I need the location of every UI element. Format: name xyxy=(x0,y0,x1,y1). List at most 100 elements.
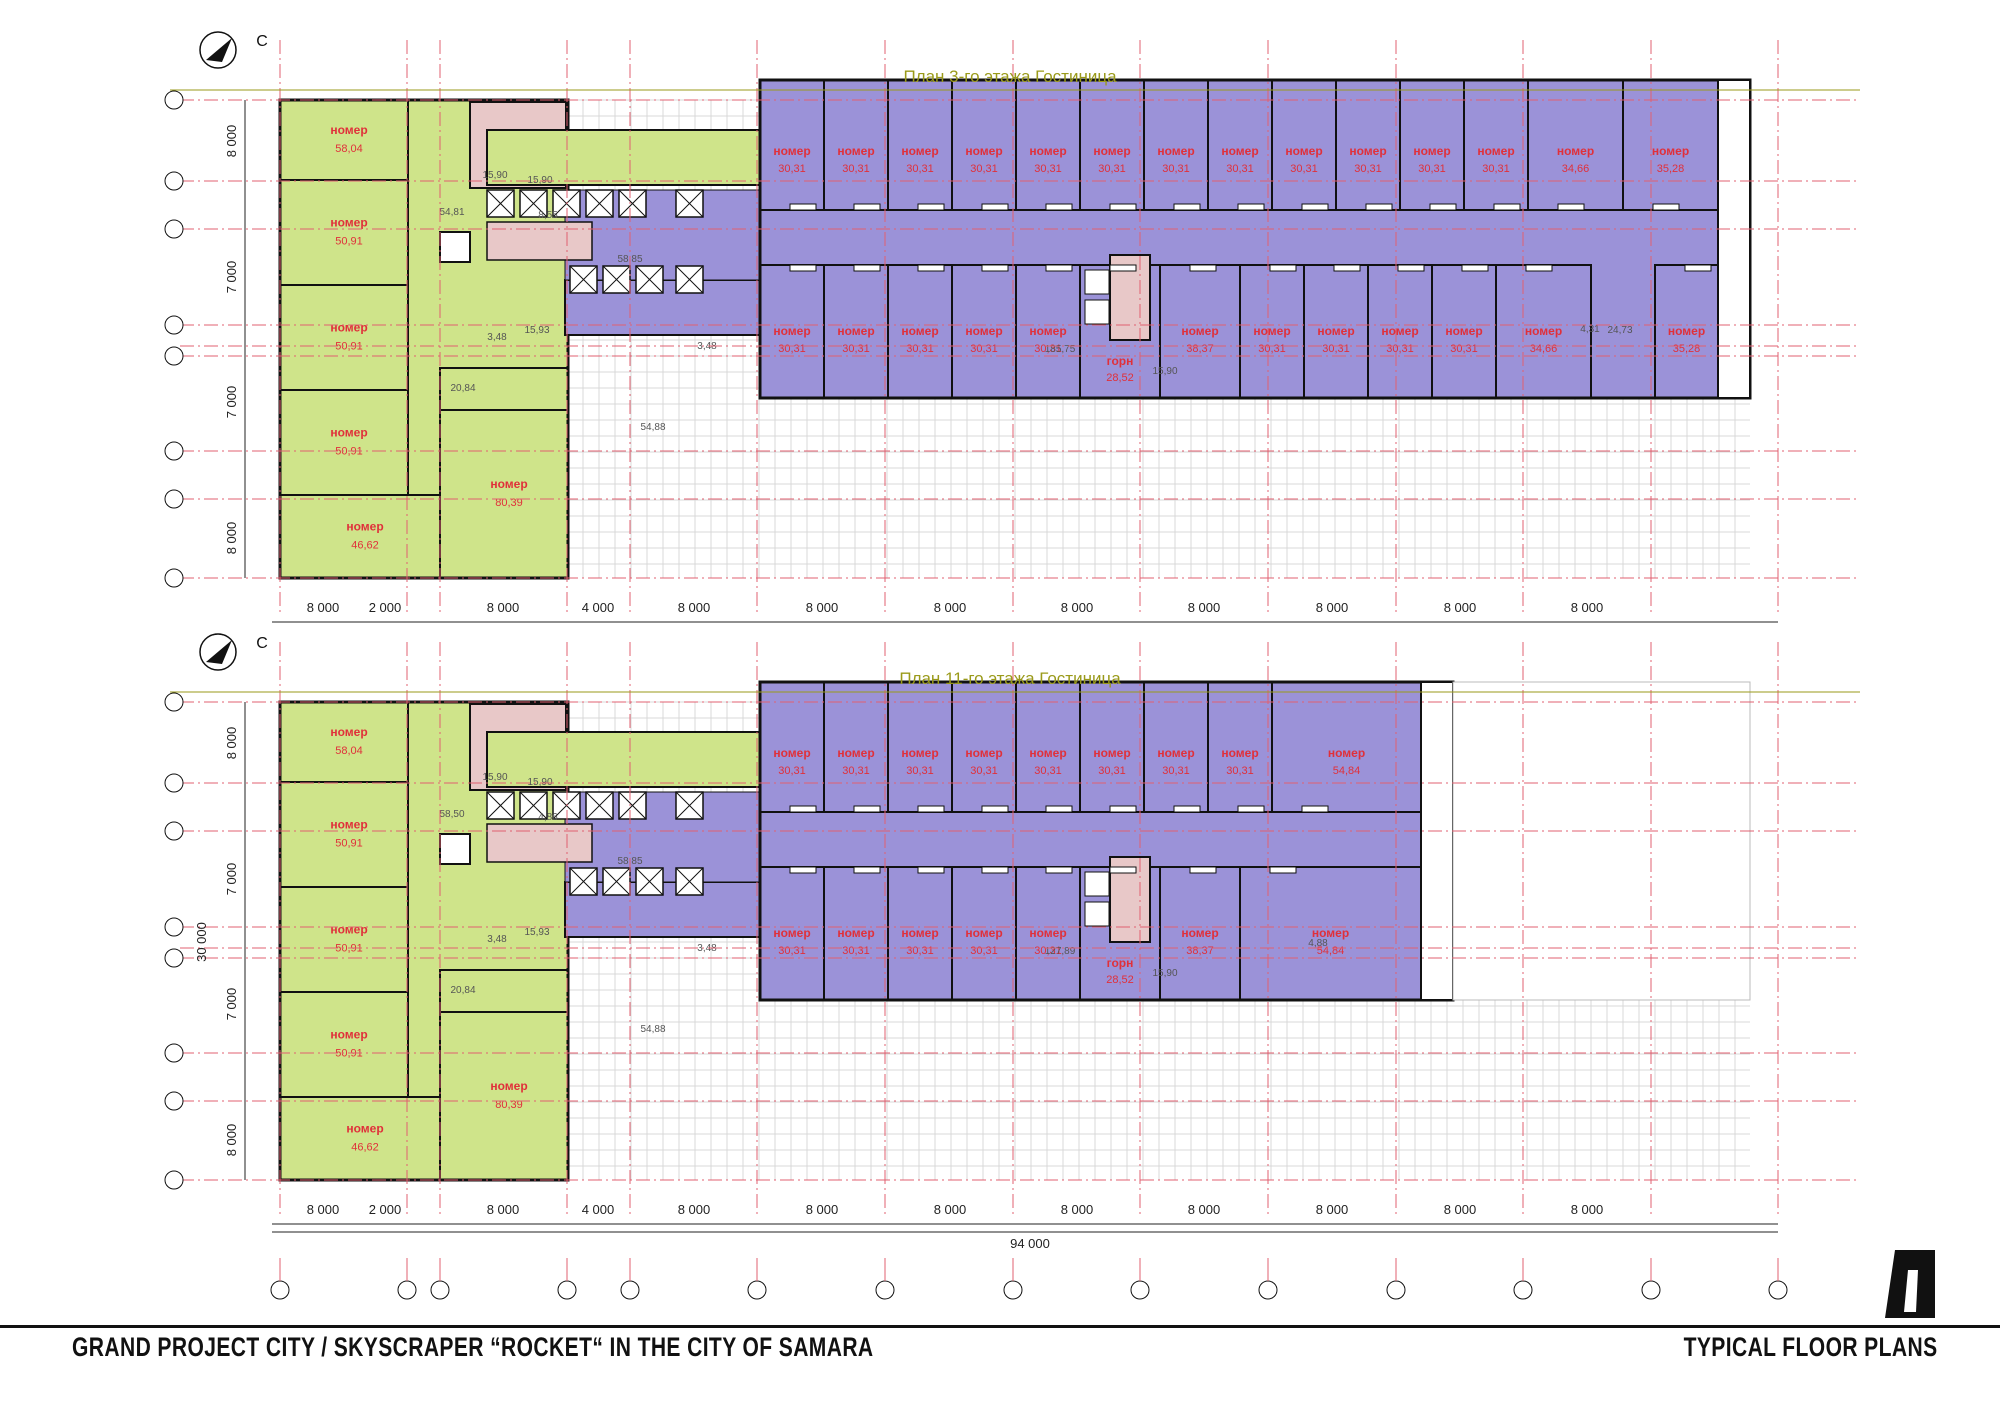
room-area: 30,31 xyxy=(970,343,998,355)
room-area: 54,84 xyxy=(1333,765,1361,777)
room-label: номер xyxy=(330,216,367,230)
axis-bubble xyxy=(430,1280,450,1300)
row-dimension: 8 000 xyxy=(224,522,239,555)
footer-project-title: GRAND PROJECT CITY / SKYSCRAPER “ROCKET“… xyxy=(72,1332,874,1362)
area-value: 58,50 xyxy=(439,809,464,820)
axis-bubble xyxy=(747,1280,767,1300)
axis-bubble xyxy=(164,441,184,461)
room-area: 80,39 xyxy=(495,497,523,509)
column-dimension: 8 000 xyxy=(1444,1202,1477,1217)
axis-lines xyxy=(180,40,1860,612)
room-area: 30,31 xyxy=(1226,163,1254,175)
row-dimension: 8 000 xyxy=(224,727,239,760)
total-height-dimension: 30 000 xyxy=(194,922,209,962)
north-label: С xyxy=(256,33,268,50)
bottom-axis-bubbles xyxy=(270,1258,1788,1300)
axis-bubble xyxy=(164,315,184,335)
column-dimension: 8 000 xyxy=(1316,600,1349,615)
axis-bubble xyxy=(1003,1280,1023,1300)
room-area: 46,62 xyxy=(351,1142,379,1154)
roof-outline xyxy=(1452,681,1751,1001)
column-dimension: 8 000 xyxy=(934,1202,967,1217)
row-dimension: 7 000 xyxy=(224,988,239,1021)
room-area: 46,62 xyxy=(351,540,379,552)
column-dimension: 8 000 xyxy=(934,600,967,615)
room-area: 28,52 xyxy=(1106,974,1134,986)
room-label: номер xyxy=(773,144,810,158)
room-label: номер xyxy=(1221,144,1258,158)
row-dimension: 8 000 xyxy=(224,1124,239,1157)
elevator-icon xyxy=(1084,871,1110,897)
area-value: 4,86 xyxy=(538,812,558,823)
room-area: 30,31 xyxy=(1034,765,1062,777)
room-label: номер xyxy=(965,926,1002,940)
room-area: 28,52 xyxy=(1106,372,1134,384)
room-area: 30,31 xyxy=(842,765,870,777)
area-value: 24,73 xyxy=(1607,325,1632,336)
axis-bubble xyxy=(1641,1280,1661,1300)
room-label: номер xyxy=(1029,144,1066,158)
room-label: номер xyxy=(330,923,367,937)
area-value: 185,75 xyxy=(1045,344,1076,355)
room-area: 30,31 xyxy=(1162,765,1190,777)
axis-bubble xyxy=(164,1170,184,1190)
room-area: 30,31 xyxy=(906,343,934,355)
room-area: 30,31 xyxy=(1034,163,1062,175)
room-label: номер xyxy=(965,746,1002,760)
axis-bubble xyxy=(397,1280,417,1300)
room-label: номер xyxy=(837,144,874,158)
wing-end xyxy=(1420,681,1454,1001)
room-label: номер xyxy=(901,324,938,338)
room-label: номер xyxy=(1181,324,1218,338)
room-area: 30,31 xyxy=(906,765,934,777)
room-label: номер xyxy=(1029,926,1066,940)
room-label: номер xyxy=(901,926,938,940)
top-room-row: номер 30,31 номер 30,31 номер 30,31 номер 30,31… xyxy=(759,681,1422,813)
area-value: 127,89 xyxy=(1045,946,1076,957)
room-area: 38,37 xyxy=(1186,343,1214,355)
room-label: номер xyxy=(773,324,810,338)
area-value: 54,88 xyxy=(640,422,665,433)
stair-icon xyxy=(486,823,593,863)
area-value: 3,48 xyxy=(487,934,507,945)
area-value: 3,48 xyxy=(487,332,507,343)
room-area: 30,31 xyxy=(778,163,806,175)
shaft xyxy=(439,833,471,865)
row-dimension: 7 000 xyxy=(224,863,239,896)
column-dimension: 2 000 xyxy=(369,1202,402,1217)
room-area: 30,31 xyxy=(1290,163,1318,175)
room-label: номер xyxy=(1349,144,1386,158)
room-label: номер xyxy=(1557,144,1594,158)
room-area: 50,91 xyxy=(335,838,363,850)
room-area: 34,66 xyxy=(1562,163,1590,175)
axis-bubble xyxy=(1386,1280,1406,1300)
plan-title: План 3-го этажа Гостиница xyxy=(903,67,1117,86)
room-label: номер xyxy=(1317,324,1354,338)
area-value: 3,48 xyxy=(697,943,717,954)
column-dimension: 4 000 xyxy=(582,1202,615,1217)
axis-bubble xyxy=(1768,1280,1788,1300)
room-area: 30,31 xyxy=(842,163,870,175)
room-label: номер xyxy=(965,144,1002,158)
room-label: номер xyxy=(1157,746,1194,760)
room-area: 38,37 xyxy=(1186,945,1214,957)
axis-bubble xyxy=(557,1280,577,1300)
room-label: номер xyxy=(773,926,810,940)
column-dimension: 8 000 xyxy=(806,600,839,615)
column-dimension: 8 000 xyxy=(307,1202,340,1217)
column-dimension: 8 000 xyxy=(1188,600,1221,615)
room-label: номер xyxy=(490,1079,527,1093)
north-label: С xyxy=(256,635,268,652)
room-label: номер xyxy=(1652,144,1689,158)
room-area: 30,31 xyxy=(1162,163,1190,175)
room-label: горн xyxy=(1107,956,1134,970)
room-label: номер xyxy=(1029,746,1066,760)
axis-bubble xyxy=(164,90,184,110)
area-value: 3,48 xyxy=(697,341,717,352)
area-value: 20,84 xyxy=(450,985,475,996)
row-dimension: 8 000 xyxy=(224,125,239,158)
room-label: номер xyxy=(837,746,874,760)
column-dimension: 4 000 xyxy=(582,600,615,615)
room-area: 30,31 xyxy=(1386,343,1414,355)
